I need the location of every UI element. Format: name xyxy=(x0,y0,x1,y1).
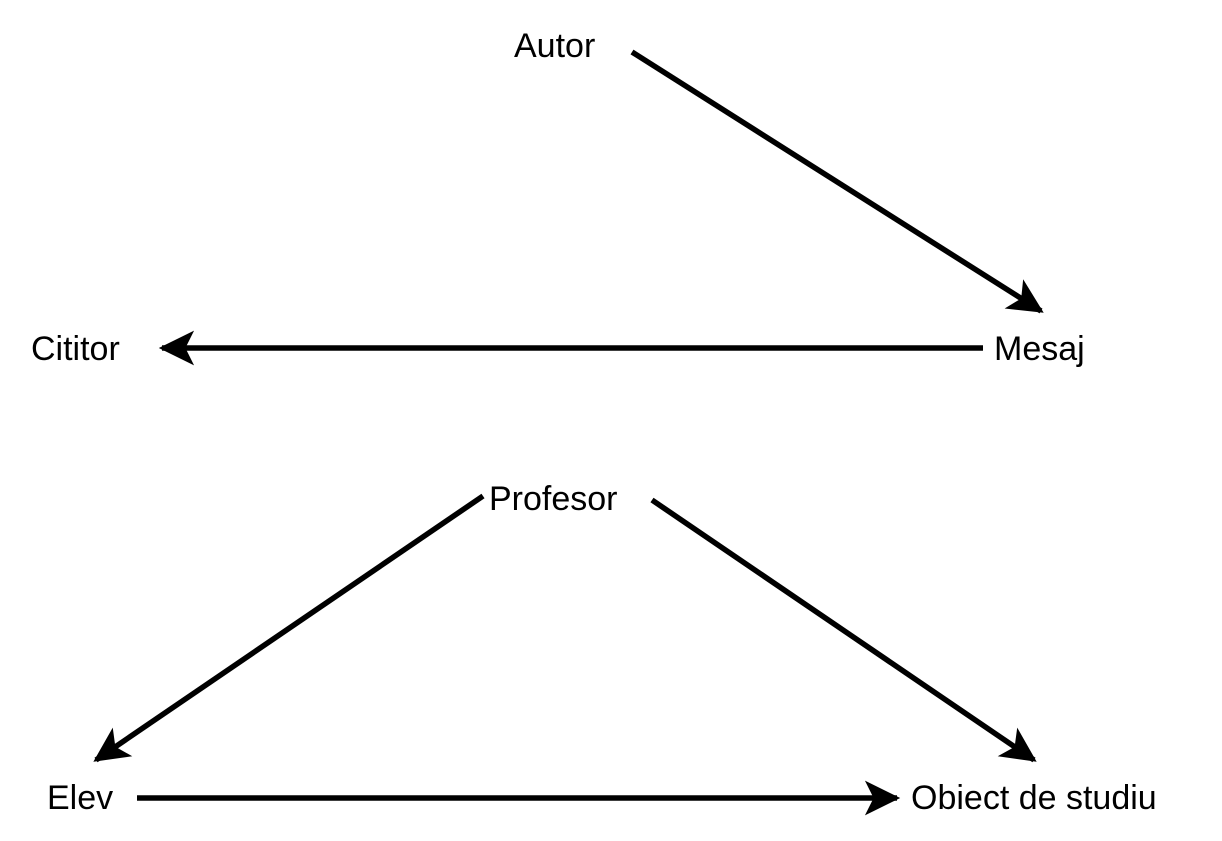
node-label-obiect-de-studiu: Obiect de studiu xyxy=(911,779,1157,817)
node-label-autor: Autor xyxy=(514,27,596,65)
edge-autor-to-mesaj xyxy=(630,49,1044,314)
edge-profesor-to-elev xyxy=(93,493,485,763)
node-label-mesaj: Mesaj xyxy=(994,330,1085,368)
node-label-profesor: Profesor xyxy=(489,480,618,518)
node-label-cititor: Cititor xyxy=(31,330,120,368)
edge-profesor-to-obiect xyxy=(650,497,1037,763)
node-label-elev: Elev xyxy=(47,779,114,817)
